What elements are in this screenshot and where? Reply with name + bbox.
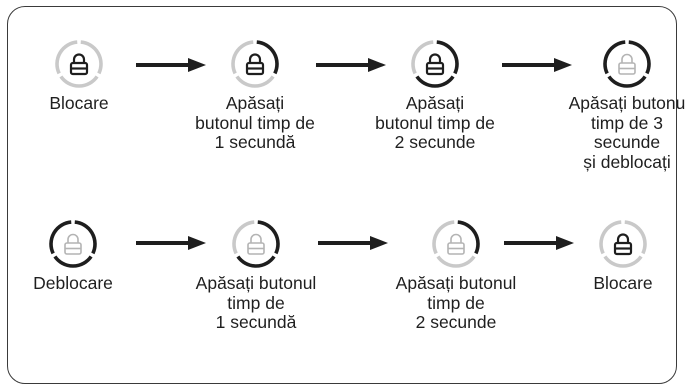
step-caption: Apăsați butonul timp de 1 secundă (195, 273, 317, 332)
progress-ring-segment (436, 40, 459, 75)
padlock-icon (64, 233, 82, 255)
diagram-frame (7, 6, 677, 384)
padlock-icon (69, 53, 89, 76)
progress-ring-segment (457, 220, 480, 255)
progress-ring-segment (235, 75, 275, 88)
lock-icon (55, 40, 103, 88)
progress-ring-segment (607, 75, 647, 88)
progress-ring-segment (49, 220, 72, 255)
progress-ring-segment (74, 220, 97, 255)
progress-ring-segment (59, 75, 99, 88)
padlock-icon (447, 233, 465, 255)
progress-ring-segment (257, 220, 280, 255)
step-hold-1s: Apăsați butonul timp de 1 secundă (185, 38, 325, 153)
padlock-icon (425, 53, 445, 76)
progress-ring-segment (603, 255, 643, 268)
progress-ring-segment (236, 255, 276, 268)
progress-ring-segment (80, 40, 103, 75)
step-caption: Apăsați butonul timp de 2 secunde (395, 273, 517, 332)
progress-ring-segment (432, 220, 455, 255)
progress-ring-segment (53, 255, 93, 268)
step-relock-2s: Apăsați butonul timp de 2 secunde (386, 218, 526, 333)
progress-ring-segment (415, 75, 455, 88)
padlock-icon (613, 233, 633, 256)
step-hold-3s-unlock: Apăsați butonu timp de 3 secunde și debl… (557, 38, 686, 172)
step-caption: Blocare (49, 93, 109, 113)
step-unlocked: Deblocare (3, 218, 143, 294)
lock-icon (49, 220, 97, 268)
step-caption: Deblocare (33, 273, 113, 293)
arrow-right-icon (136, 236, 206, 250)
lock-icon (432, 220, 480, 268)
progress-ring-segment (436, 255, 476, 268)
padlock-icon (618, 53, 636, 75)
padlock-icon (247, 233, 265, 255)
arrow-right-icon (316, 58, 386, 72)
lock-icon (231, 40, 279, 88)
step-relock-1s: Apăsați butonul timp de 1 secundă (186, 218, 326, 333)
step-caption: Blocare (593, 273, 653, 293)
progress-ring-segment (256, 40, 279, 75)
step-hold-2s: Apăsați butonul timp de 2 secunde (365, 38, 505, 153)
step-lock-initial: Blocare (9, 38, 149, 114)
progress-ring-segment (603, 40, 626, 75)
step-locked-final: Blocare (553, 218, 686, 294)
progress-ring-segment (232, 220, 255, 255)
padlock-icon (245, 53, 265, 76)
step-caption: Apăsați butonul timp de 1 secundă (195, 93, 315, 152)
lock-icon (599, 220, 647, 268)
step-caption: Apăsați butonu timp de 3 secunde și debl… (568, 93, 686, 172)
arrow-right-icon (502, 58, 572, 72)
arrow-right-icon (318, 236, 388, 250)
lock-icon (411, 40, 459, 88)
progress-ring-segment (55, 40, 78, 75)
progress-ring-segment (628, 40, 651, 75)
progress-ring-segment (599, 220, 622, 255)
arrow-right-icon (504, 236, 574, 250)
progress-ring-segment (411, 40, 434, 75)
progress-ring-segment (624, 220, 647, 255)
lock-icon (232, 220, 280, 268)
lock-icon (603, 40, 651, 88)
step-caption: Apăsați butonul timp de 2 secunde (375, 93, 495, 152)
arrow-right-icon (136, 58, 206, 72)
progress-ring-segment (231, 40, 254, 75)
